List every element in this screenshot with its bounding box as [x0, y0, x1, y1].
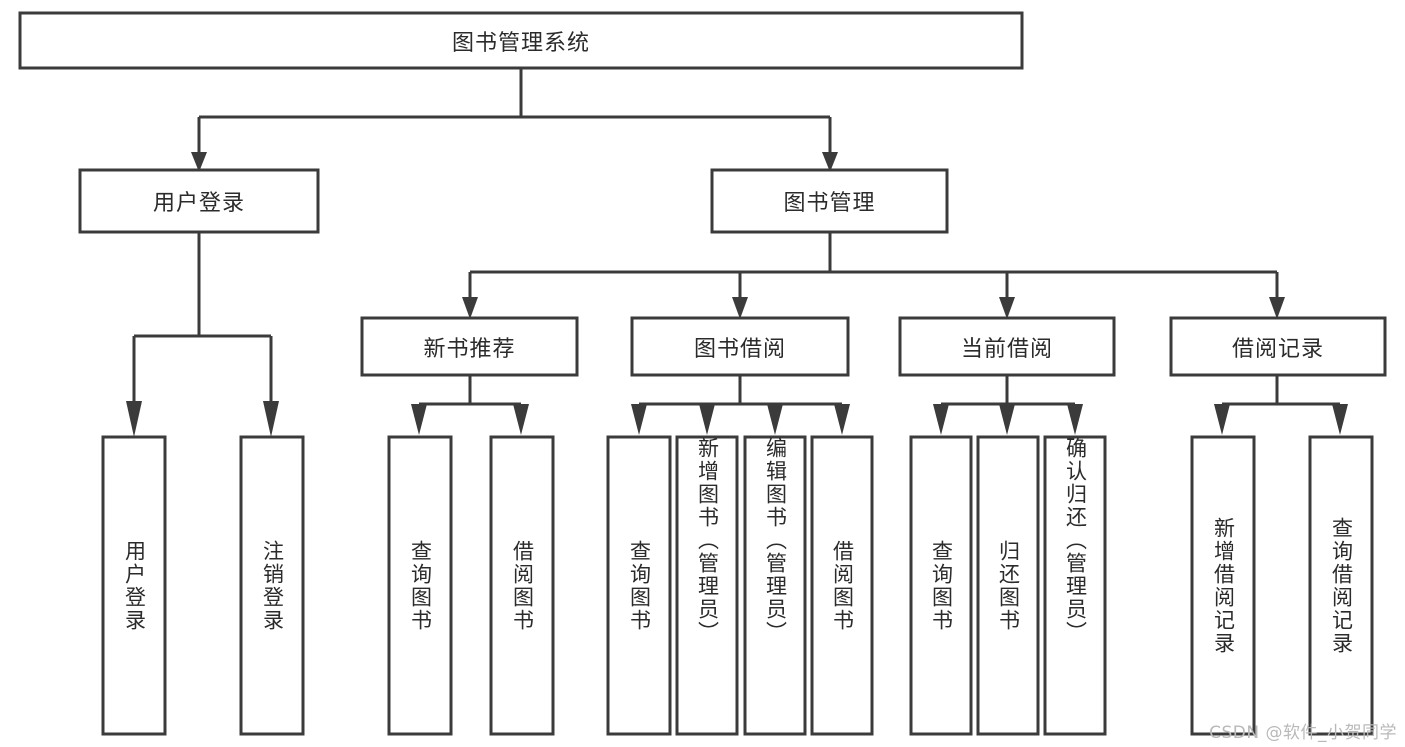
leaf-query-book-1-text: 查询图书 [408, 539, 433, 632]
connectors [126, 68, 1348, 437]
arrow-leaf-user-login [126, 401, 142, 437]
edge-borrowrecord-bus [1222, 375, 1340, 406]
node-leaf-query-book-2[interactable] [606, 435, 672, 736]
node-leaf-query-book-3[interactable] [909, 435, 973, 736]
label-leaf-borrow-book-1: 借阅图书 [491, 437, 553, 734]
node-borrow-record[interactable] [1169, 316, 1387, 377]
node-leaf-add-book[interactable] [675, 435, 739, 736]
node-current-borrow[interactable] [898, 316, 1116, 377]
node-leaf-logout-login[interactable] [239, 435, 305, 736]
node-leaf-add-borrow-record[interactable] [1190, 435, 1256, 736]
edge-newbook-bus [419, 375, 521, 406]
label-leaf-confirm-return: 确认归还（管理员） [1045, 437, 1105, 734]
node-leaf-confirm-return[interactable] [1043, 435, 1107, 736]
node-leaf-edit-book[interactable] [743, 435, 807, 736]
arrow-new-book-recommend [462, 297, 478, 319]
label-leaf-query-book-2: 查询图书 [608, 437, 670, 734]
leaf-add-book-text: 新增图书（管理员） [695, 437, 720, 644]
arrow-book-borrow [732, 297, 748, 319]
label-leaf-add-borrow-record: 新增借阅记录 [1192, 437, 1254, 734]
node-leaf-borrow-book-1[interactable] [489, 435, 555, 736]
leaf-add-borrow-record-text: 新增借阅记录 [1211, 516, 1236, 655]
node-leaf-borrow-book-2[interactable] [810, 435, 874, 736]
leaf-return-book-text: 归还图书 [996, 539, 1021, 632]
leaf-edit-book-text: 编辑图书（管理员） [763, 437, 788, 644]
label-current-borrow: 当前借阅 [900, 318, 1114, 375]
root-title-text: 图书管理系统 [451, 30, 590, 56]
book-manage-text: 图书管理 [783, 191, 876, 216]
arrow-leaf-return-book [999, 404, 1015, 435]
label-leaf-add-book: 新增图书（管理员） [677, 437, 737, 734]
book-borrow-text: 图书借阅 [693, 336, 786, 362]
user-login-text: 用户登录 [152, 191, 245, 216]
edge-book-manage-bus [470, 232, 1277, 274]
node-book-borrow[interactable] [630, 316, 850, 377]
leaf-logout-login-text: 注销登录 [260, 539, 285, 632]
node-boxes [18, 11, 1387, 736]
edge-root-bus [199, 68, 830, 119]
node-new-book-recommend[interactable] [360, 316, 579, 377]
arrow-leaf-query-book-3 [933, 404, 949, 435]
label-root: 图书管理系统 [20, 13, 1022, 68]
leaf-borrow-book-2-text: 借阅图书 [830, 539, 855, 632]
label-new-book-recommend: 新书推荐 [362, 318, 577, 375]
current-borrow-text: 当前借阅 [960, 336, 1053, 362]
node-root[interactable] [18, 11, 1024, 70]
leaf-query-borrow-record-text: 查询借阅记录 [1329, 516, 1354, 655]
label-user-login: 用户登录 [80, 170, 318, 232]
arrow-leaf-query-book-2 [631, 404, 647, 435]
node-leaf-query-borrow-record[interactable] [1308, 435, 1374, 736]
node-leaf-return-book[interactable] [976, 435, 1040, 736]
arrow-leaf-edit-book [767, 404, 783, 435]
arrow-leaf-confirm-return [1067, 404, 1083, 435]
edge-bookborrow-bus [639, 375, 842, 406]
label-leaf-return-book: 归还图书 [978, 437, 1038, 734]
leaf-query-book-2-text: 查询图书 [627, 539, 652, 632]
arrow-leaf-add-book [699, 404, 715, 435]
node-leaf-query-book-1[interactable] [387, 435, 453, 736]
leaf-query-book-3-text: 查询图书 [929, 539, 954, 632]
label-leaf-query-book-1: 查询图书 [389, 437, 451, 734]
node-leaf-user-login[interactable] [101, 435, 167, 736]
arrow-book-manage [822, 152, 838, 172]
arrow-leaf-borrow-book-2 [834, 404, 850, 435]
arrow-leaf-borrow-book-1 [513, 404, 529, 435]
arrow-leaf-add-borrow-record [1214, 404, 1230, 435]
node-user-login[interactable] [78, 168, 320, 234]
new-book-recommend-text: 新书推荐 [423, 336, 516, 362]
label-book-borrow: 图书借阅 [632, 318, 848, 375]
label-leaf-edit-book: 编辑图书（管理员） [745, 437, 805, 734]
label-borrow-record: 借阅记录 [1171, 318, 1385, 375]
label-leaf-borrow-book-2: 借阅图书 [812, 437, 872, 734]
label-leaf-query-book-3: 查询图书 [911, 437, 971, 734]
leaf-confirm-return-text: 确认归还（管理员） [1063, 437, 1088, 644]
borrow-record-text: 借阅记录 [1231, 336, 1324, 362]
arrow-user-login [191, 152, 207, 172]
edge-currentborrow-bus [941, 375, 1075, 406]
arrow-borrow-record [1269, 297, 1285, 319]
leaf-borrow-book-1-text: 借阅图书 [510, 539, 535, 632]
arrow-leaf-query-book-1 [411, 404, 427, 435]
label-leaf-query-borrow-record: 查询借阅记录 [1310, 437, 1372, 734]
label-leaf-user-login: 用户登录 [103, 437, 165, 734]
leaf-user-login-text: 用户登录 [122, 539, 147, 632]
arrow-current-borrow [999, 297, 1015, 319]
label-leaf-logout-login: 注销登录 [241, 437, 303, 734]
edge-user-login-bus [134, 232, 271, 338]
label-book-manage: 图书管理 [712, 170, 947, 232]
arrow-leaf-query-borrow-record [1332, 404, 1348, 435]
node-book-manage[interactable] [710, 168, 949, 234]
arrow-leaf-logout-login [263, 401, 279, 437]
